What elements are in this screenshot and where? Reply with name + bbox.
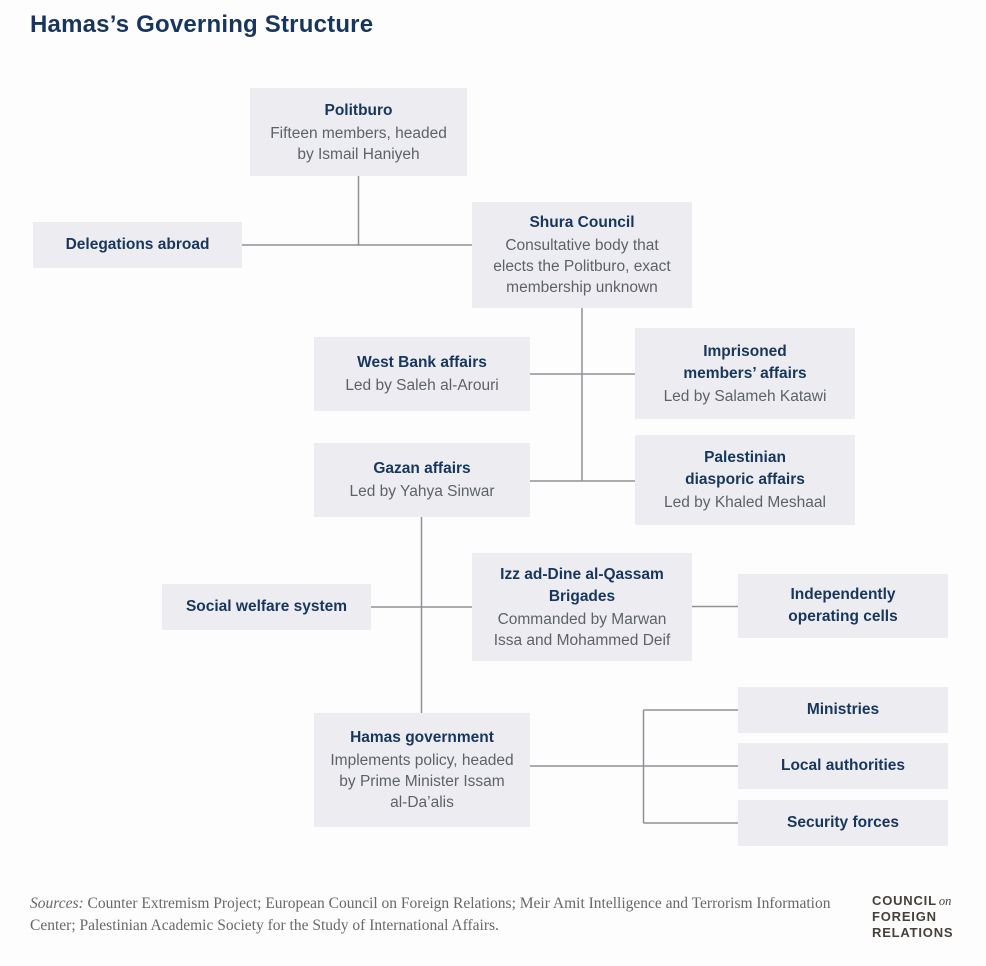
org-box-shura-council: Shura Council Consultative body that ele…: [472, 202, 692, 308]
org-box-title: Imprisoned members’ affairs: [683, 342, 807, 382]
org-box-title: Palestinian diasporic affairs: [685, 449, 805, 488]
org-box-local-authorities: Local authorities: [738, 743, 948, 789]
org-box-desc: Implements policy, headed by Prime Minis…: [330, 752, 514, 811]
org-box-desc: Led by Saleh al-Arouri: [345, 377, 499, 394]
org-box-desc: Consultative body that elects the Politb…: [493, 237, 671, 296]
org-box-desc: Commanded by Marwan Issa and Mohammed De…: [493, 610, 671, 649]
org-box-title: West Bank affairs: [357, 354, 487, 371]
org-box-imprisoned-members-affairs: Imprisoned members’ affairs Led by Salam…: [635, 328, 855, 419]
org-box-delegations-abroad: Delegations abroad: [33, 222, 242, 268]
org-box-west-bank-affairs: West Bank affairs Led by Saleh al-Arouri: [314, 337, 530, 411]
org-box-title: Shura Council: [529, 214, 635, 231]
org-box-palestinian-diasporic-affairs: Palestinian diasporic affairs Led by Kha…: [635, 435, 855, 525]
org-box-independently-operating-cells: Independently operating cells: [738, 574, 948, 638]
org-box-title: Local authorities: [780, 757, 906, 774]
cfr-logo-line2: FOREIGN: [872, 909, 937, 924]
sources-label: Sources:: [30, 895, 84, 912]
org-box-social-welfare-system: Social welfare system: [162, 584, 371, 630]
org-box-title: Gazan affairs: [373, 460, 471, 477]
org-box-title: Ministries: [806, 701, 880, 718]
org-box-gazan-affairs: Gazan affairs Led by Yahya Sinwar: [314, 443, 530, 517]
org-box-desc: Led by Salameh Katawi: [663, 387, 827, 405]
org-box-title: Politburo: [324, 101, 393, 119]
org-box-title: Independently operating cells: [788, 586, 898, 625]
sources-text: Counter Extremism Project; European Coun…: [30, 895, 831, 934]
org-box-desc: Led by Yahya Sinwar: [349, 483, 495, 500]
org-box-politburo: Politburo Fifteen members, headed by Ism…: [250, 88, 467, 176]
org-box-title: Delegations abroad: [65, 236, 210, 253]
sources-note: Sources: Counter Extremism Project; Euro…: [30, 893, 842, 937]
org-box-desc: Led by Khaled Meshaal: [663, 494, 826, 511]
cfr-logo-line3: RELATIONS: [872, 925, 954, 940]
page-title: Hamas’s Governing Structure: [30, 11, 374, 38]
org-box-title: Social welfare system: [185, 598, 348, 615]
org-box-ministries: Ministries: [738, 687, 948, 733]
org-box-hamas-government: Hamas government Implements policy, head…: [314, 713, 530, 827]
org-box-title: Hamas government: [350, 729, 494, 746]
cfr-logo-on: on: [938, 894, 952, 908]
org-box-security-forces: Security forces: [738, 800, 948, 846]
org-box-qassam-brigades: Izz ad-Dine al-Qassam Brigades Commanded…: [472, 553, 692, 661]
org-box-desc: Fifteen members, headed by Ismail Haniye…: [270, 124, 447, 163]
org-box-title: Izz ad-Dine al-Qassam Brigades: [500, 565, 664, 605]
cfr-logo-council: COUNCIL: [872, 893, 937, 908]
org-box-title: Security forces: [787, 814, 899, 831]
